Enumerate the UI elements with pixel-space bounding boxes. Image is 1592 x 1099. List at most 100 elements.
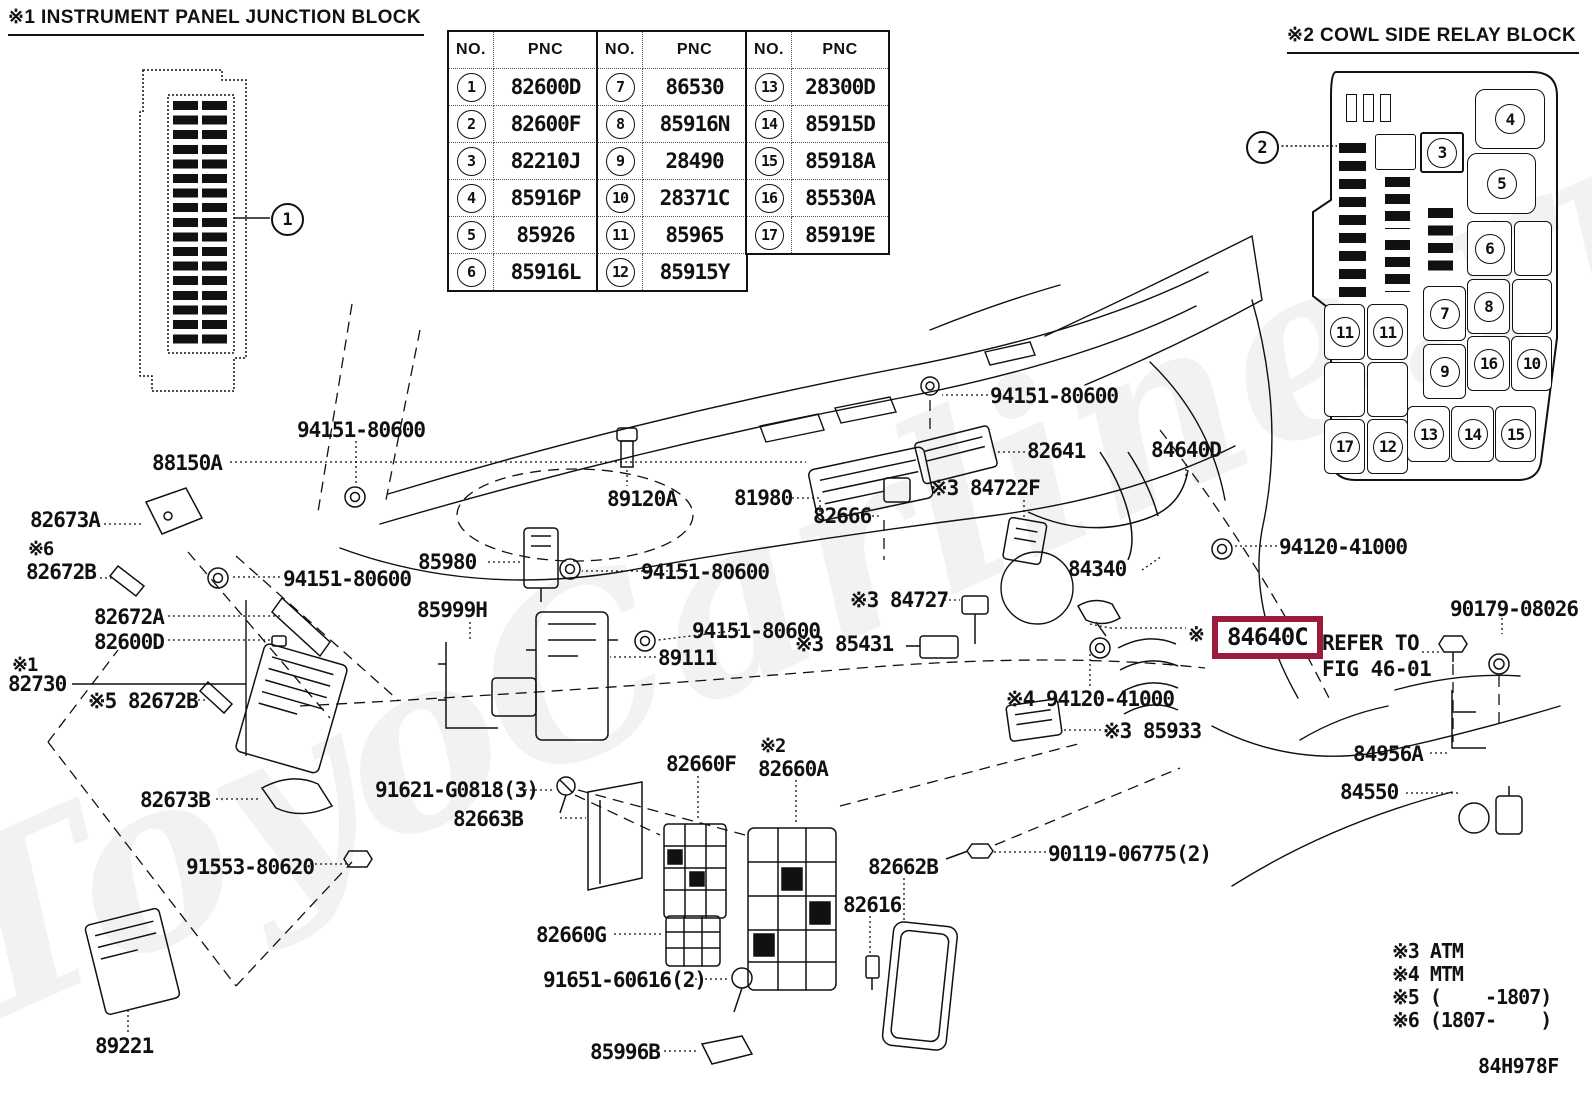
refer-note-line2: FIG 46-01 <box>1322 657 1432 681</box>
relay-slot-13[interactable]: 13 <box>1407 406 1450 462</box>
junction-block-fuse-column <box>173 101 198 349</box>
part-label-82666[interactable]: 82666 <box>813 504 872 528</box>
pnc-cell[interactable]: 28300D <box>791 68 890 106</box>
part-label-90179-08026[interactable]: 90179-08026 <box>1450 597 1579 621</box>
part-label-85999H[interactable]: 85999H <box>417 598 488 622</box>
part-label-91651-60616[interactable]: 91651-60616(2) <box>543 968 707 992</box>
callout-4: 4 <box>1495 104 1525 134</box>
pnc-cell[interactable]: 85915D <box>791 105 890 143</box>
callout-1[interactable]: 1 <box>271 203 304 236</box>
part-label-82672B-b[interactable]: ※5 82672B <box>88 689 199 713</box>
relay-slot-6[interactable]: 6 <box>1467 221 1512 276</box>
pnc-cell[interactable]: 85916L <box>493 253 599 292</box>
part-label-94151-80600-e[interactable]: 94151-80600 <box>990 384 1119 408</box>
pnc-cell[interactable]: 82210J <box>493 142 599 180</box>
part-label-82730[interactable]: 82730 <box>8 672 67 696</box>
relay-slot-12[interactable]: 12 <box>1367 419 1408 474</box>
pnc-cell[interactable]: 82600D <box>493 68 599 106</box>
part-label-82663B[interactable]: 82663B <box>453 807 524 831</box>
part-label-85933[interactable]: ※3 85933 <box>1103 719 1202 743</box>
relay-slot-15[interactable]: 15 <box>1495 406 1536 462</box>
part-label-89111[interactable]: 89111 <box>658 646 717 670</box>
part-label-84640C-highlighted[interactable]: 84640C <box>1212 616 1323 659</box>
relay-fuse-column <box>1428 208 1453 276</box>
pnc-cell[interactable]: 85916P <box>493 179 599 217</box>
part-label-94151-80600-c[interactable]: 94151-80600 <box>641 560 770 584</box>
relay-slot-11[interactable]: 11 <box>1324 304 1365 360</box>
pnc-cell[interactable]: 28371C <box>642 179 748 217</box>
row-callout: 13 <box>754 72 784 102</box>
pnc-cell[interactable]: 85965 <box>642 216 748 254</box>
part-label-82660G[interactable]: 82660G <box>536 923 607 947</box>
relay-slot-14[interactable]: 14 <box>1451 406 1494 462</box>
pnc-cell[interactable]: 85919E <box>791 216 890 255</box>
pnc-cell[interactable]: 85916N <box>642 105 748 143</box>
part-label-82660F[interactable]: 82660F <box>666 752 737 776</box>
col-header-pnc: PNC <box>493 30 599 69</box>
part-label-85980[interactable]: 85980 <box>418 550 477 574</box>
pnc-cell[interactable]: 28490 <box>642 142 748 180</box>
part-label-84722F[interactable]: ※3 84722F <box>930 476 1041 500</box>
part-label-89120A[interactable]: 89120A <box>607 487 678 511</box>
part-label-84640D[interactable]: 84640D <box>1151 438 1222 462</box>
relay-slot-8[interactable]: 8 <box>1467 279 1510 334</box>
part-label-88150A[interactable]: 88150A <box>152 451 223 475</box>
col-header-pnc: PNC <box>791 30 890 69</box>
part-label-94151-80600-b[interactable]: 94151-80600 <box>283 567 412 591</box>
row-callout: 14 <box>754 109 784 139</box>
part-label-84340[interactable]: 84340 <box>1068 557 1127 581</box>
pnc-cell[interactable]: 85926 <box>493 216 599 254</box>
part-label-85996B[interactable]: 85996B <box>590 1040 661 1064</box>
pnc-cell[interactable]: 86530 <box>642 68 748 106</box>
part-label-82641[interactable]: 82641 <box>1027 439 1086 463</box>
relay-slot-16[interactable]: 16 <box>1467 336 1510 391</box>
part-label-82672A[interactable]: 82672A <box>94 605 165 629</box>
part-label-81980[interactable]: 81980 <box>734 486 793 510</box>
callout-11: 11 <box>1372 317 1403 347</box>
relay-slot-blank <box>1367 362 1408 417</box>
row-callout: 11 <box>605 220 635 250</box>
part-label-85431[interactable]: ※3 85431 <box>795 632 894 656</box>
part-label-90119-06775[interactable]: 90119-06775(2) <box>1048 842 1212 866</box>
relay-slot-3[interactable]: 3 <box>1420 132 1464 173</box>
row-callout: 1 <box>456 72 486 102</box>
pnc-cell[interactable]: 85530A <box>791 179 890 217</box>
part-label-82673A[interactable]: 82673A <box>30 508 101 532</box>
part-label-82600D[interactable]: 82600D <box>94 630 165 654</box>
callout-16: 16 <box>1473 348 1504 379</box>
part-label-84956A[interactable]: 84956A <box>1353 742 1424 766</box>
part-label-94151-80600-d[interactable]: 94151-80600 <box>692 619 821 643</box>
part-label-84727[interactable]: ※3 84727 <box>850 588 949 612</box>
pnc-cell[interactable]: 85918A <box>791 142 890 180</box>
part-label-82616[interactable]: 82616 <box>843 893 902 917</box>
part-label-82673B[interactable]: 82673B <box>140 788 211 812</box>
part-label-94120-41000-a[interactable]: 94120-41000 <box>1279 535 1408 559</box>
relay-slot-5[interactable]: 5 <box>1467 153 1536 214</box>
callout-2[interactable]: 2 <box>1246 131 1279 164</box>
part-label-82660A[interactable]: 82660A <box>758 757 829 781</box>
part-label-91621-G0818[interactable]: 91621-G0818(3) <box>375 778 539 802</box>
part-label-94151-80600-a[interactable]: 94151-80600 <box>297 418 426 442</box>
part-label-91553-80620[interactable]: 91553-80620 <box>186 855 315 879</box>
part-label-84550[interactable]: 84550 <box>1340 780 1399 804</box>
relay-slot-11[interactable]: 11 <box>1367 304 1408 360</box>
relay-slot-9[interactable]: 9 <box>1423 344 1466 399</box>
relay-slot-10[interactable]: 10 <box>1511 336 1552 391</box>
part-label-82672B-a[interactable]: 82672B <box>26 560 97 584</box>
pnc-cell[interactable]: 85915Y <box>642 253 748 292</box>
callout-17: 17 <box>1329 431 1360 462</box>
relay-fuse-column <box>1339 143 1366 303</box>
pnc-cell[interactable]: 82600F <box>493 105 599 143</box>
relay-slot-7[interactable]: 7 <box>1423 286 1466 341</box>
relay-slot-4[interactable]: 4 <box>1475 89 1545 149</box>
col-header-no: NO. <box>596 30 643 69</box>
relay-slot-17[interactable]: 17 <box>1324 419 1365 474</box>
part-label-82662B[interactable]: 82662B <box>868 855 939 879</box>
part-label-94120-41000-b[interactable]: ※4 94120-41000 <box>1006 687 1175 711</box>
part-label-89221[interactable]: 89221 <box>95 1034 154 1058</box>
